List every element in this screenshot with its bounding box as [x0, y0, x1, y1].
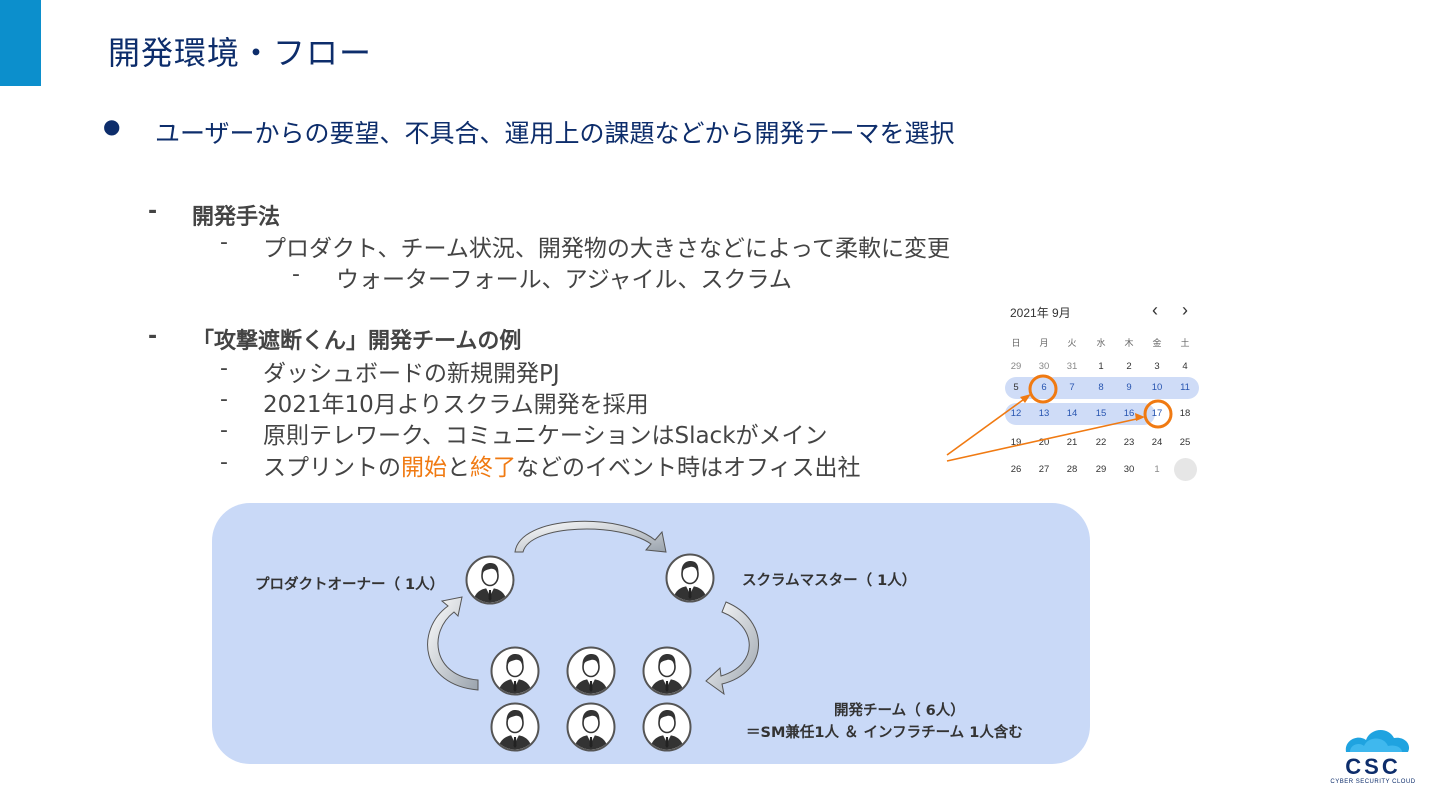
- end-highlight: 終了: [470, 455, 516, 481]
- calendar-day[interactable]: 4: [1182, 361, 1188, 372]
- calendar-day[interactable]: 30: [1123, 464, 1135, 475]
- section2-heading: 「攻撃遮断くん」開発チームの例: [192, 329, 522, 354]
- calendar-title: 2021年 9月: [1010, 306, 1071, 320]
- avatar-dev: [566, 646, 616, 696]
- arrow-po-to-sm: [514, 520, 667, 553]
- calendar-day[interactable]: 13: [1038, 408, 1050, 419]
- section1-subitem: ウォーターフォール、アジャイル、スクラム: [336, 267, 792, 293]
- calendar-day[interactable]: 28: [1066, 464, 1078, 475]
- calendar-day[interactable]: 11: [1180, 382, 1190, 393]
- avatar-dev: [490, 702, 540, 752]
- calendar-day[interactable]: 1: [1098, 361, 1104, 372]
- product-owner-label: プロダクトオーナー（ 1人）: [255, 577, 445, 593]
- calendar-day[interactable]: 14: [1066, 408, 1078, 419]
- dev-team-note: ＝SM兼任1人 ＆ インフラチーム 1人含む: [746, 725, 1023, 741]
- section2-item: 2021年10月よりスクラム開発を採用: [263, 392, 649, 418]
- calendar-day[interactable]: 27: [1038, 464, 1050, 475]
- today-marker: [1174, 458, 1197, 481]
- section2-item-dash: -: [220, 418, 228, 443]
- slide-title: 開発環境・フロー: [108, 34, 373, 72]
- section2-item: スプリントの開始と終了などのイベント時はオフィス出社: [263, 448, 861, 482]
- item-text: などのイベント時はオフィス出社: [516, 455, 861, 481]
- calendar-day[interactable]: 5: [1013, 382, 1019, 393]
- section2-item: ダッシュボードの新規開発PJ: [263, 361, 560, 387]
- bullet-text: ユーザーからの要望、不具合、運用上の課題などから開発テーマを選択: [155, 119, 955, 148]
- calendar-weekday: 土: [1180, 338, 1190, 348]
- logo-mark: CSC: [1345, 754, 1400, 779]
- dev-team-label: 開発チーム（ 6人）: [834, 703, 965, 719]
- calendar-day[interactable]: 3: [1154, 361, 1160, 372]
- bullet-dot: ●: [103, 114, 121, 138]
- calendar-day[interactable]: 2: [1126, 361, 1132, 372]
- calendar-day[interactable]: 25: [1179, 437, 1191, 448]
- calendar-day[interactable]: 26: [1010, 464, 1022, 475]
- section2-dash: -: [148, 324, 158, 349]
- logo-tagline: CYBER SECURITY CLOUD: [1330, 779, 1415, 785]
- calendar-day[interactable]: 9: [1126, 382, 1132, 393]
- calendar-day[interactable]: 30: [1038, 361, 1050, 372]
- start-highlight: 開始: [401, 455, 447, 481]
- item-text: と: [447, 455, 470, 481]
- section1-item-dash: -: [220, 230, 228, 255]
- chevron-left-icon[interactable]: ‹: [1152, 300, 1158, 320]
- section2-item-dash: -: [220, 356, 228, 381]
- calendar-day[interactable]: 1: [1154, 464, 1160, 475]
- avatar-dev: [642, 646, 692, 696]
- section2-item: 原則テレワーク、コミュニケーションはSlackがメイン: [263, 423, 828, 449]
- chevron-right-icon[interactable]: ›: [1182, 300, 1188, 320]
- calendar-day[interactable]: 29: [1095, 464, 1107, 475]
- calendar-day[interactable]: 10: [1151, 382, 1163, 393]
- arrow-sm-to-dev: [705, 601, 759, 696]
- calendar-weekday: 日: [1011, 338, 1021, 348]
- avatar-dev: [490, 646, 540, 696]
- avatar-dev: [566, 702, 616, 752]
- calendar-weekday: 月: [1039, 338, 1049, 348]
- section1-item: プロダクト、チーム状況、開発物の大きさなどによって柔軟に変更: [263, 236, 951, 262]
- csc-logo: CSC CYBER SECURITY CLOUD: [1330, 729, 1415, 785]
- calendar-day[interactable]: 15: [1095, 408, 1107, 419]
- section2-item-dash: -: [220, 450, 228, 475]
- avatar-dev: [642, 702, 692, 752]
- section2-item-dash: -: [220, 387, 228, 412]
- calendar-day[interactable]: 29: [1010, 361, 1022, 372]
- section1-heading: 開発手法: [192, 205, 281, 230]
- avatar-product-owner: [465, 555, 515, 605]
- calendar-weekday: 火: [1067, 338, 1077, 348]
- avatar-scrum-master: [665, 553, 715, 603]
- arrow-dev-to-po: [427, 596, 479, 691]
- calendar-day[interactable]: 18: [1179, 408, 1191, 419]
- calendar-day[interactable]: 8: [1098, 382, 1104, 393]
- calendar-day[interactable]: 7: [1069, 382, 1075, 393]
- calendar-day[interactable]: 16: [1123, 408, 1135, 419]
- scrum-master-label: スクラムマスター（ 1人）: [742, 573, 917, 589]
- calendar-weekday: 水: [1096, 338, 1106, 348]
- calendar-weekday: 木: [1124, 338, 1134, 348]
- section1-subitem-dash: -: [292, 262, 300, 287]
- accent-bar: [0, 0, 41, 86]
- calendar-weekday: 金: [1152, 338, 1162, 348]
- calendar-day[interactable]: 31: [1066, 361, 1078, 372]
- calendar-day[interactable]: 24: [1151, 437, 1163, 448]
- section1-dash: -: [148, 199, 158, 224]
- item-text: スプリントの: [263, 455, 401, 481]
